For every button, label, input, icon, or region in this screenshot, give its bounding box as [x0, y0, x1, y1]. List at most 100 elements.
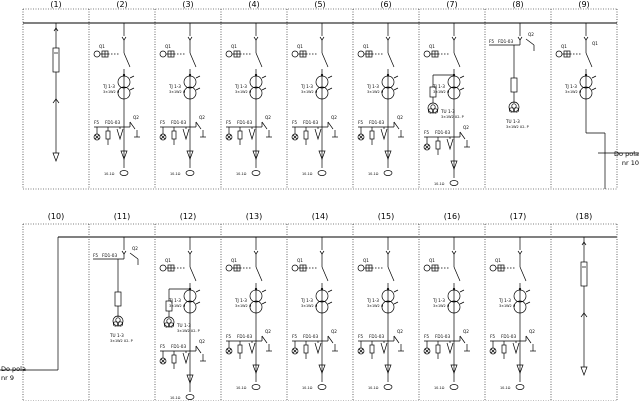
- ct-rating: 3×1W2 U: [103, 90, 120, 94]
- note-to-bay-10: Do pola: [614, 150, 639, 158]
- ct-label: TJ 1-3: [432, 298, 445, 303]
- cable-label: 10-1Ω: [500, 386, 511, 390]
- device-label: FD1-03: [102, 253, 117, 258]
- switch-label: Q2: [265, 329, 271, 334]
- device-label: FD1-03: [171, 344, 186, 349]
- switch-label: Q2: [528, 32, 534, 37]
- breaker-label: Q1: [429, 258, 435, 263]
- ct-label: TJ 1-3: [366, 298, 379, 303]
- switch-label: Q2: [463, 125, 469, 130]
- ct-rating: 3×1W2 U: [367, 304, 384, 308]
- bay-number: (14): [312, 212, 328, 221]
- cable-label: 10-1Ω: [236, 386, 247, 390]
- ct-rating: 3×1W2 U: [433, 304, 450, 308]
- device-label: FD1-03: [435, 130, 450, 135]
- switch-label: Q2: [132, 246, 138, 251]
- switch-label: Q1: [592, 41, 598, 46]
- bay-number: (7): [446, 0, 457, 9]
- bay-number: (4): [248, 0, 259, 9]
- cable-label: 10-1Ω: [368, 386, 379, 390]
- fuse-label: F5: [160, 344, 165, 349]
- ct-rating: 3×1W2 U: [367, 90, 384, 94]
- switch-label: Q2: [199, 115, 205, 120]
- breaker-label: Q1: [231, 258, 237, 263]
- bay-18: (18): [576, 212, 592, 376]
- bay-number: (17): [510, 212, 526, 221]
- device-label: FD1-03: [105, 120, 120, 125]
- fuse-label: F5: [93, 253, 98, 258]
- cable-label: 10-1Ω: [170, 396, 181, 400]
- fuse-label: F5: [358, 120, 363, 125]
- device-label: FD1-03: [237, 120, 252, 125]
- cable-label: 10-1Ω: [302, 386, 313, 390]
- fuse-label: F5: [160, 120, 165, 125]
- switch-label: Q2: [331, 329, 337, 334]
- bay-number: (12): [180, 212, 196, 221]
- fuse-label: F5: [489, 39, 494, 44]
- switch-label: Q2: [265, 115, 271, 120]
- cable-label: 10-1Ω: [302, 172, 313, 176]
- row-1: [22, 8, 618, 190]
- switch-label: Q2: [331, 115, 337, 120]
- vt-label: TU 1-3: [109, 333, 124, 338]
- ct-label: TJ 1-3: [168, 298, 181, 303]
- cable-label: 10-1Ω: [104, 172, 115, 176]
- row-2: [22, 223, 618, 401]
- note-to-bay-9: Do pola: [1, 365, 26, 373]
- vt-rating: 3×1W2 U2- P: [506, 125, 529, 129]
- ct-label: TJ 1-3: [300, 298, 313, 303]
- breaker-label: Q1: [165, 258, 171, 263]
- vt-label: TU 1-3: [440, 109, 455, 114]
- cable-label: 10-1Ω: [236, 172, 247, 176]
- ct-rating: 3×1W2 U: [565, 90, 582, 94]
- bay-number: (9): [578, 0, 589, 9]
- fuse-label: F5: [226, 334, 231, 339]
- ct-label: TJ 1-3: [234, 84, 247, 89]
- ct-label: TJ 1-3: [300, 84, 313, 89]
- bay-number: (1): [50, 0, 61, 9]
- fuse-label: F5: [292, 334, 297, 339]
- bay-number: (6): [380, 0, 391, 9]
- device-label: FD1-03: [435, 334, 450, 339]
- bay-number: (15): [378, 212, 394, 221]
- fuse-label: F5: [94, 120, 99, 125]
- note-to-bay-9-number: nr 9: [1, 374, 14, 382]
- switch-label: Q2: [199, 339, 205, 344]
- ct-rating: 3×1W2 U: [499, 304, 516, 308]
- ct-label: TJ 1-3: [564, 84, 577, 89]
- ct-rating: 3×1W2 U: [235, 304, 252, 308]
- vt-label: TU 1-3: [505, 119, 520, 124]
- breaker-label: Q1: [231, 44, 237, 49]
- bay-number: (16): [444, 212, 460, 221]
- device-label: FD1-03: [237, 334, 252, 339]
- vt-label: TU 1-3: [176, 323, 191, 328]
- ct-rating: 3×1W2 U: [235, 90, 252, 94]
- fuse-label: F5: [424, 334, 429, 339]
- ct-label: TJ 1-3: [366, 84, 379, 89]
- device-label: FD1-03: [501, 334, 516, 339]
- ct-label: TJ 1-3: [168, 84, 181, 89]
- vt-rating: 3×1W2 U2- P: [441, 115, 464, 119]
- switch-label: Q2: [397, 329, 403, 334]
- breaker-label: Q1: [99, 44, 105, 49]
- device-label: FD1-03: [369, 120, 384, 125]
- cable-label: 10-1Ω: [368, 172, 379, 176]
- switch-label: Q2: [397, 115, 403, 120]
- bay-10: (10): [48, 212, 64, 221]
- ct-label: TJ 1-3: [102, 84, 115, 89]
- bay-number: (11): [114, 212, 130, 221]
- breaker-label: Q1: [429, 44, 435, 49]
- device-label: FD1-03: [303, 120, 318, 125]
